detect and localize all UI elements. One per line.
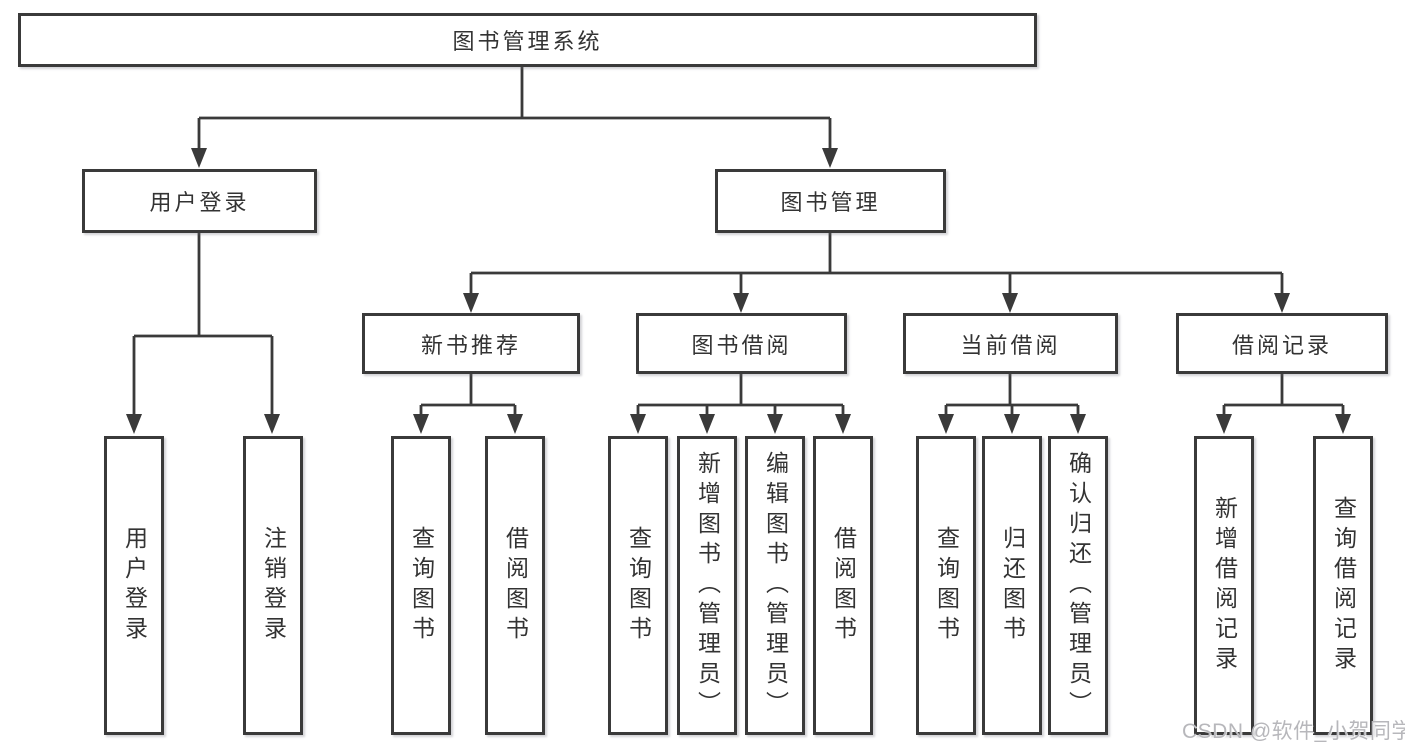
node-current-borrowing-label: 当前借阅 xyxy=(960,332,1061,358)
leaf-query-borrow-record: 查询借阅记录 xyxy=(1313,436,1373,735)
leaf-borrow-books-1: 借阅图书 xyxy=(485,436,545,735)
leaf-edit-books-admin: 编辑图书（管理员） xyxy=(745,436,805,735)
leaf-confirm-return-admin: 确认归还（管理员） xyxy=(1048,436,1108,735)
node-user-login: 用户登录 xyxy=(82,169,317,233)
leaf-return-books: 归还图书 xyxy=(982,436,1042,735)
leaf-borrow-books-2-label: 借阅图书 xyxy=(830,525,857,646)
node-root-library-management-system: 图书管理系统 xyxy=(18,13,1037,67)
leaf-query-borrow-record-label: 查询借阅记录 xyxy=(1330,495,1357,676)
leaf-query-books-3-label: 查询图书 xyxy=(933,525,960,646)
node-user-login-label: 用户登录 xyxy=(149,190,250,215)
leaf-edit-books-admin-label: 编辑图书（管理员） xyxy=(762,450,789,721)
leaf-query-books-3: 查询图书 xyxy=(916,436,976,735)
node-book-management-label: 图书管理 xyxy=(780,190,881,215)
leaf-add-borrow-record: 新增借阅记录 xyxy=(1194,436,1254,735)
node-borrowing-records-label: 借阅记录 xyxy=(1231,332,1332,358)
leaf-confirm-return-admin-label: 确认归还（管理员） xyxy=(1065,450,1092,721)
leaf-logout-label: 注销登录 xyxy=(260,525,287,646)
node-current-borrowing: 当前借阅 xyxy=(903,313,1118,374)
leaf-add-books-admin-label: 新增图书（管理员） xyxy=(694,450,721,721)
arrowhead-icons xyxy=(126,148,1351,434)
node-book-management: 图书管理 xyxy=(715,169,946,233)
leaf-user-login-label: 用户登录 xyxy=(121,525,148,646)
node-book-borrowing-label: 图书借阅 xyxy=(691,332,792,358)
leaf-user-login: 用户登录 xyxy=(104,436,164,735)
csdn-watermark: CSDN @软件_小贺同学 xyxy=(1182,720,1405,743)
node-book-borrowing: 图书借阅 xyxy=(636,313,847,374)
leaf-borrow-books-1-label: 借阅图书 xyxy=(502,525,529,646)
node-borrowing-records: 借阅记录 xyxy=(1176,313,1388,374)
node-new-book-recommend-label: 新书推荐 xyxy=(420,332,521,358)
leaf-add-books-admin: 新增图书（管理员） xyxy=(677,436,737,735)
leaf-borrow-books-2: 借阅图书 xyxy=(813,436,873,735)
leaf-query-books-2-label: 查询图书 xyxy=(625,525,652,646)
leaf-logout: 注销登录 xyxy=(243,436,303,735)
node-root-label: 图书管理系统 xyxy=(452,29,603,54)
leaf-query-books-2: 查询图书 xyxy=(608,436,668,735)
leaf-return-books-label: 归还图书 xyxy=(999,525,1026,646)
leaf-add-borrow-record-label: 新增借阅记录 xyxy=(1211,495,1238,676)
node-new-book-recommend: 新书推荐 xyxy=(362,313,580,374)
leaf-query-books-1: 查询图书 xyxy=(391,436,451,735)
leaf-query-books-1-label: 查询图书 xyxy=(408,525,435,646)
